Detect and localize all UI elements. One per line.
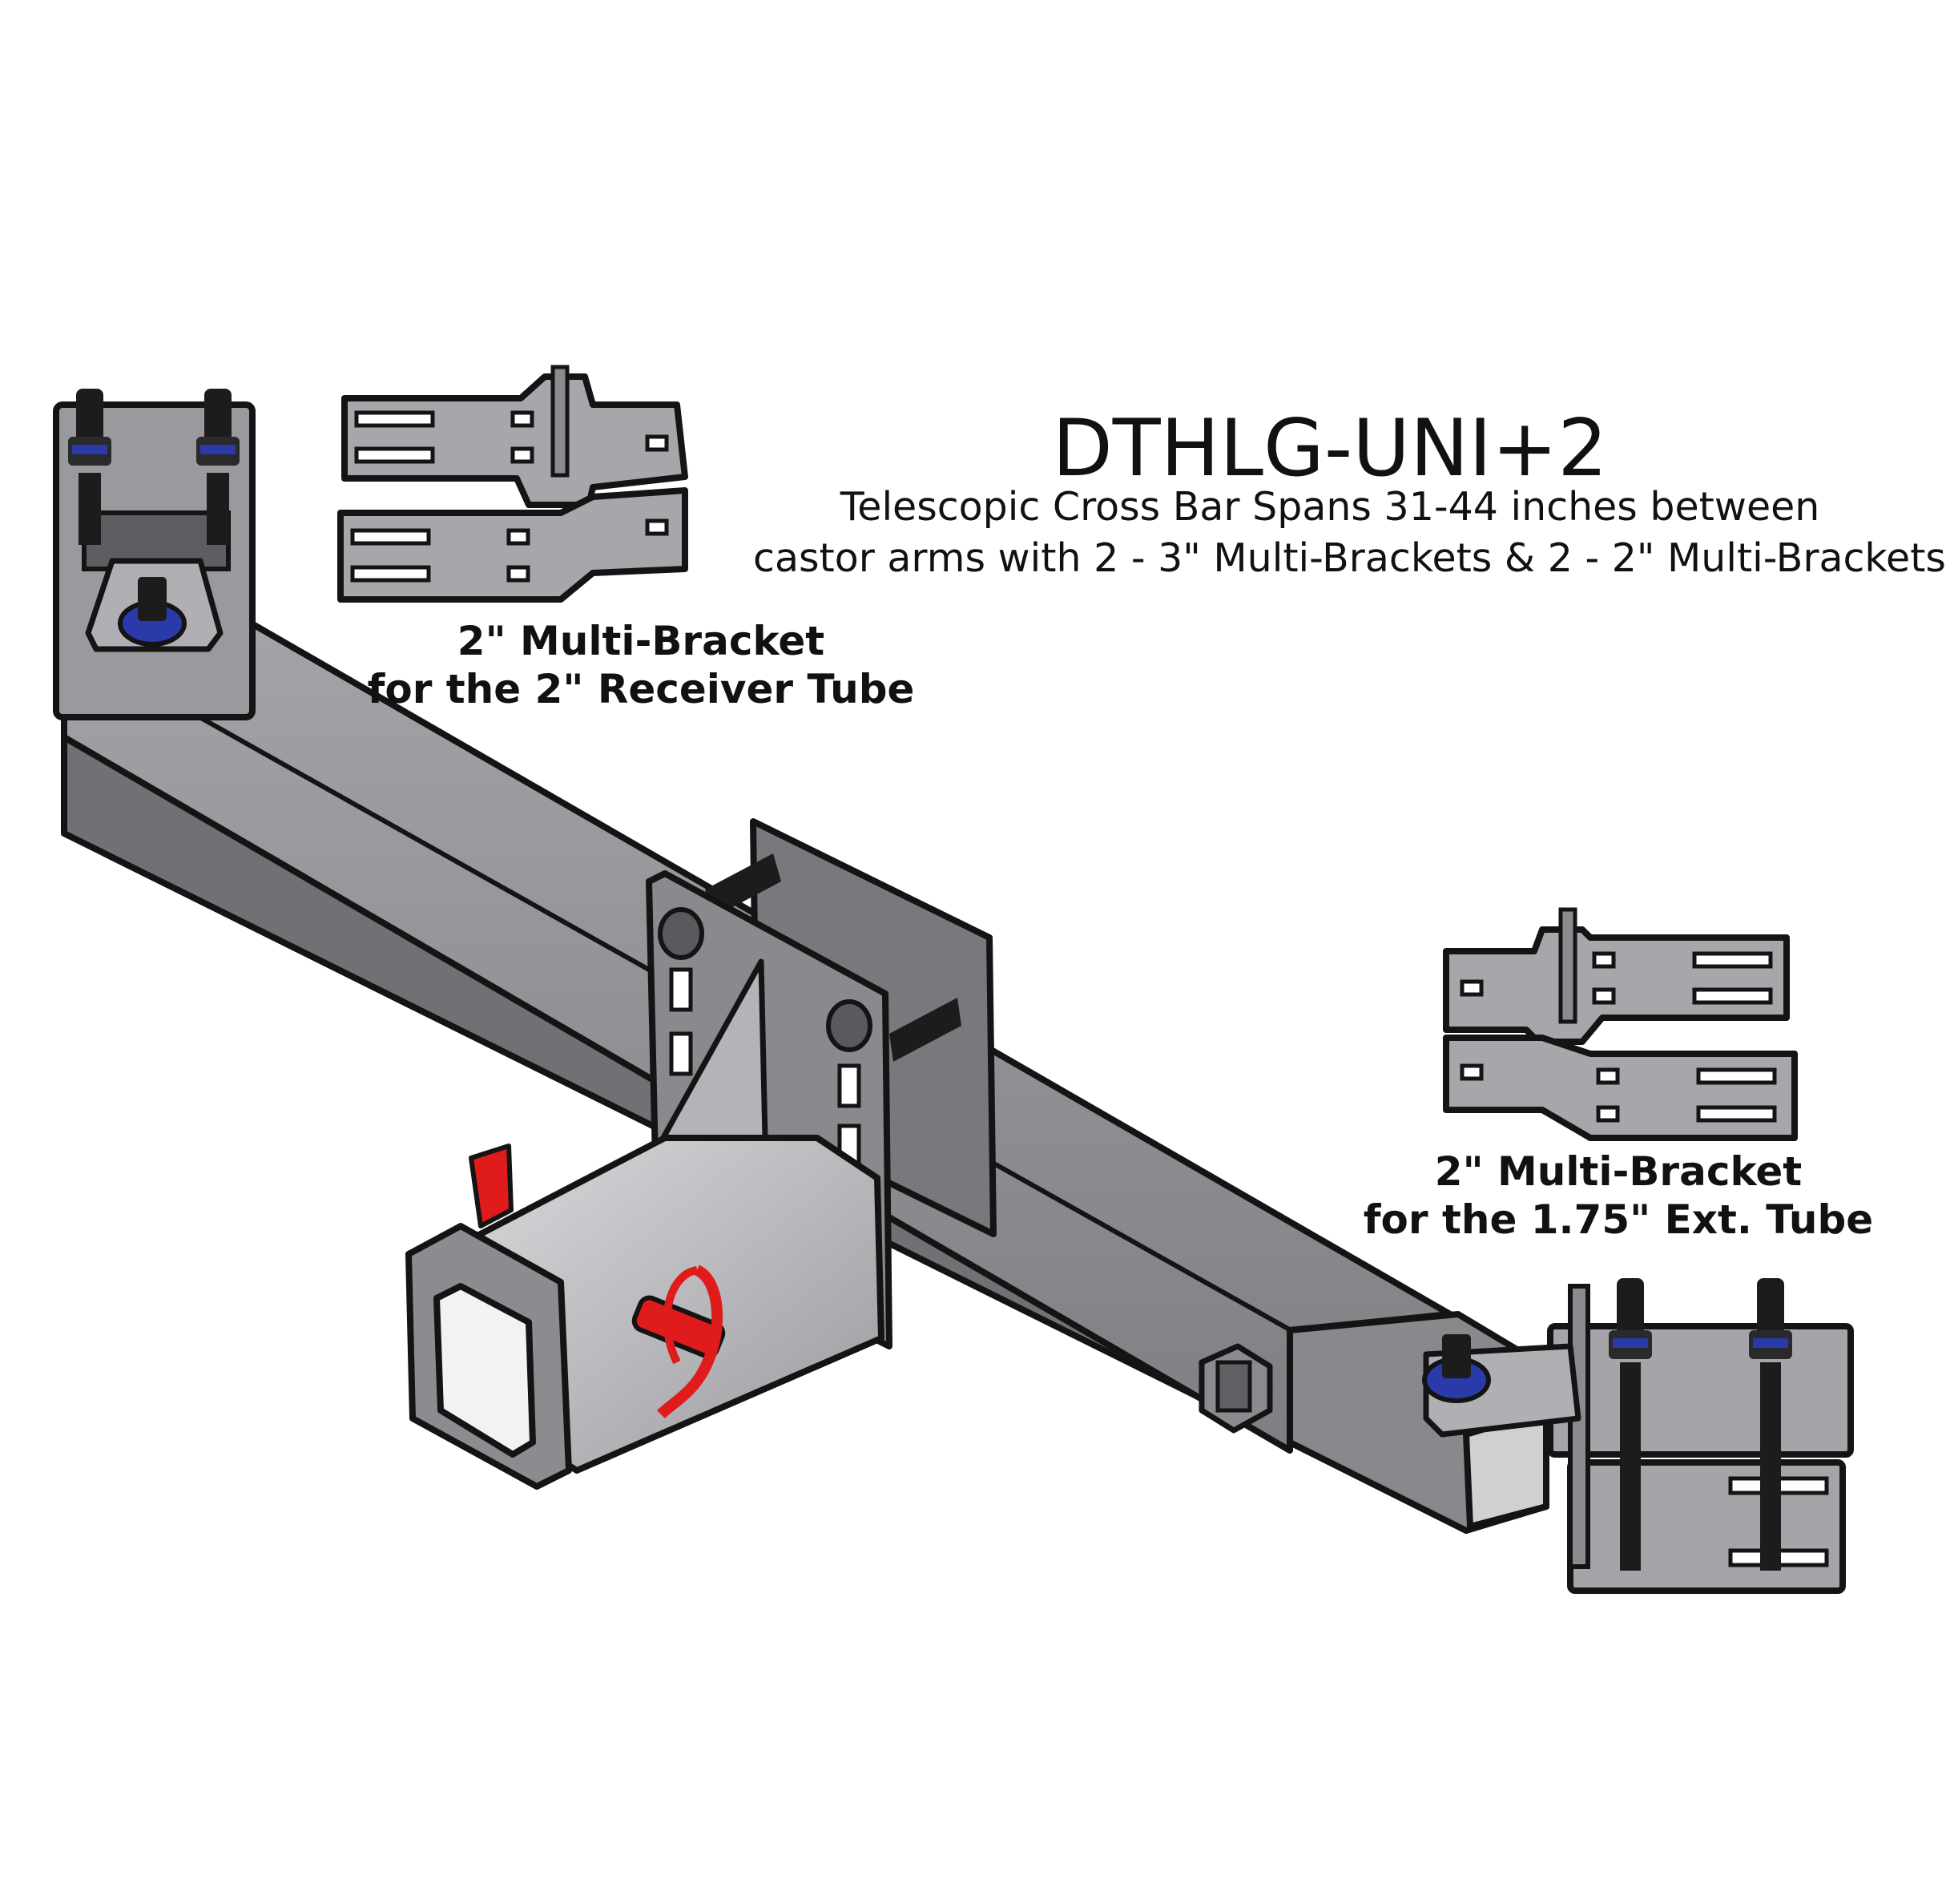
bracket-hole bbox=[510, 446, 534, 464]
bracket-label-detail: for the 1.75" Ext. Tube bbox=[1363, 1196, 1874, 1243]
spacer-bar bbox=[889, 998, 961, 1062]
bolt-icon bbox=[196, 389, 240, 545]
loose-brackets-receiver bbox=[337, 365, 688, 603]
bracket-hole bbox=[1592, 951, 1616, 969]
bracket-slot bbox=[1696, 1105, 1777, 1123]
bracket-label-title: 2" Multi-Bracket bbox=[1434, 1148, 1803, 1195]
spacer-bar bbox=[705, 853, 781, 918]
bracket-hole bbox=[1460, 1063, 1484, 1081]
bracket-slot bbox=[1692, 951, 1773, 969]
mount-slot bbox=[669, 1031, 693, 1076]
hitch-pin-icon bbox=[469, 1144, 726, 1419]
bracket-plate-upper bbox=[341, 373, 688, 508]
bracket-upright bbox=[1558, 907, 1577, 1024]
bracket-plate-lower bbox=[1443, 1035, 1798, 1141]
bracket-slot bbox=[1692, 987, 1773, 1005]
bracket-hole bbox=[1592, 987, 1616, 1005]
bracket-slot bbox=[354, 446, 435, 464]
mount-hole bbox=[658, 907, 704, 960]
bolt-icon bbox=[1609, 1278, 1652, 1571]
bracket-label-detail: for the 2" Receiver Tube bbox=[367, 666, 915, 712]
product-title: DTHLG-UNI+2 bbox=[1052, 403, 1608, 494]
right-bracket-top-plate bbox=[1547, 1323, 1854, 1458]
bracket-hole bbox=[1460, 979, 1484, 997]
bracket-label-title: 2" Multi-Bracket bbox=[457, 618, 825, 664]
nut-washer-icon bbox=[1422, 1334, 1491, 1403]
right-bracket-upright bbox=[1568, 1284, 1590, 1569]
receiver-tube bbox=[405, 1135, 884, 1490]
bolt-icon bbox=[1749, 1278, 1792, 1571]
product-description-line: castor arms with 2 - 3" Multi-Brackets &… bbox=[753, 535, 1946, 581]
mount-hole bbox=[826, 999, 872, 1052]
bracket-slot bbox=[1696, 1067, 1777, 1085]
product-diagram: DTHLG-UNI+2 Telescopic Cross Bar Spans 3… bbox=[53, 365, 1946, 1594]
mount-slot bbox=[837, 1063, 861, 1108]
receiver-opening bbox=[433, 1283, 536, 1458]
nut-washer-icon bbox=[118, 577, 187, 647]
bracket-slot bbox=[350, 528, 431, 546]
bracket-slot bbox=[354, 410, 435, 428]
loose-brackets-extension bbox=[1443, 907, 1798, 1141]
hitch-illustration bbox=[53, 365, 1854, 1594]
bracket-upright bbox=[550, 365, 570, 478]
bracket-plate-upper bbox=[1443, 926, 1790, 1045]
lock-knob-cap bbox=[1215, 1360, 1252, 1413]
right-multi-bracket-assembly bbox=[1422, 1278, 1854, 1594]
bracket-hole bbox=[510, 410, 534, 428]
bracket-hole bbox=[506, 528, 530, 546]
bracket-hole bbox=[506, 565, 530, 583]
bracket-hole bbox=[645, 434, 669, 452]
bracket-slot bbox=[350, 565, 431, 583]
bracket-hole bbox=[645, 518, 669, 536]
bolt-icon bbox=[68, 389, 111, 545]
bracket-hole bbox=[1596, 1105, 1620, 1123]
bracket-hole bbox=[1596, 1067, 1620, 1085]
product-description-line: Telescopic Cross Bar Spans 31-44 inches … bbox=[840, 484, 1820, 530]
left-multi-bracket-assembly bbox=[53, 389, 256, 720]
mount-slot bbox=[669, 967, 693, 1012]
